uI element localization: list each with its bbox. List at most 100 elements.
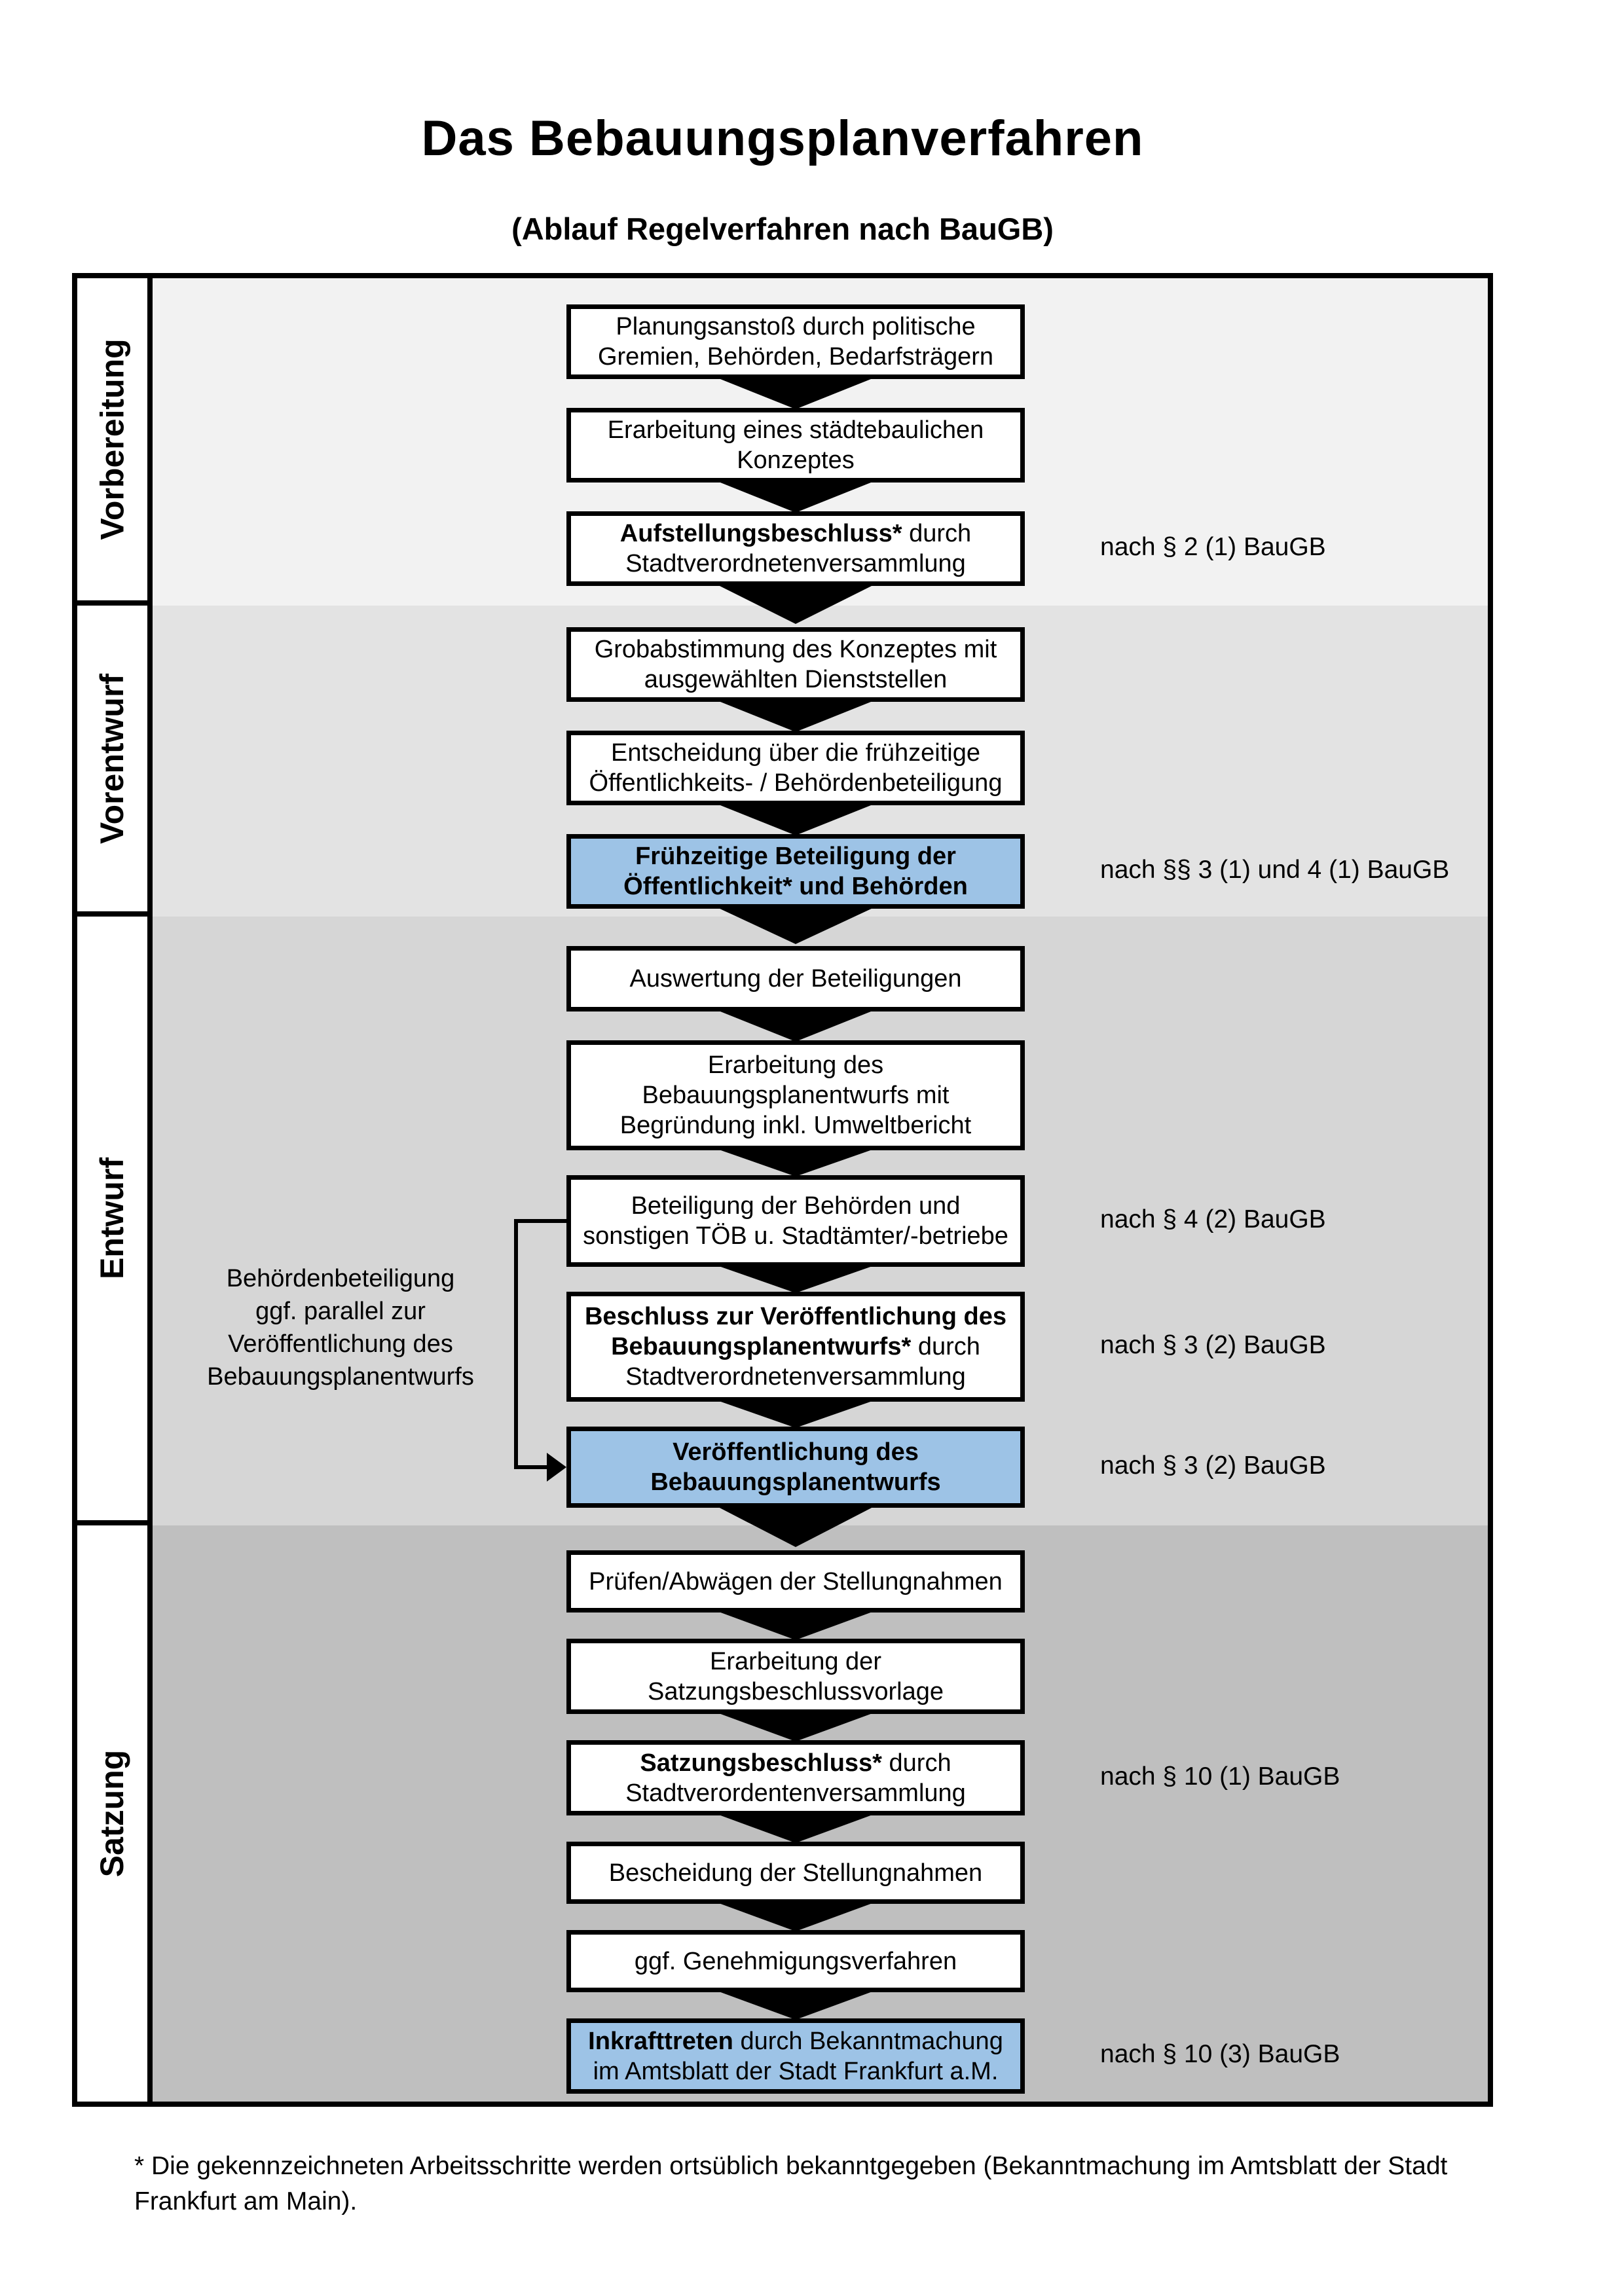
process-step-10: Beschluss zur Veröffentlichung des Bebau… <box>566 1292 1025 1402</box>
step-text-bold: Bebauungsplanentwurfs* <box>611 1333 912 1360</box>
step-line: Grobabstimmung des Konzeptes mit <box>595 634 997 665</box>
phase-cell-vorbereitung: Vorbereitung <box>77 278 153 606</box>
step-text-bold: Beschluss zur Veröffentlichung des <box>584 1303 1007 1330</box>
step-text-bold: Satzungsbeschluss* <box>640 1749 882 1777</box>
step-line: im Amtsblatt der Stadt Frankfurt a.M. <box>593 2056 999 2086</box>
arrow-down-icon <box>717 585 874 624</box>
law-ref-3: nach § 4 (2) BauGB <box>1100 1205 1326 1233</box>
arrow-down-icon <box>717 481 874 513</box>
step-line: Stadtverordentenversammlung <box>625 1778 966 1808</box>
process-step-7: Auswertung der Beteiligungen <box>566 946 1025 1011</box>
step-text: Entscheidung über die frühzeitige <box>610 739 981 767</box>
arrow-down-icon <box>717 804 874 835</box>
footnote-line: Frankfurt am Main). <box>134 2187 358 2215</box>
law-ref-5: nach § 3 (2) BauGB <box>1100 1451 1326 1480</box>
side-note-line: Behördenbeteiligung <box>226 1265 455 1292</box>
step-text-bold: Inkrafttreten <box>588 2027 733 2055</box>
process-step-8: Erarbeitung des Bebauungsplanentwurfs mi… <box>566 1040 1025 1150</box>
step-line: Begründung inkl. Umweltbericht <box>620 1110 972 1140</box>
step-text: Prüfen/Abwägen der Stellungnahmen <box>589 1567 1003 1595</box>
step-line: ausgewählten Dienststellen <box>644 665 948 695</box>
step-line: Auswertung der Beteiligungen <box>629 964 961 994</box>
step-text-bold: Bebauungsplanentwurfs <box>650 1468 941 1496</box>
process-step-11-highlighted: Veröffentlichung des Bebauungsplanentwur… <box>566 1427 1025 1508</box>
step-text: ggf. Genehmigungsverfahren <box>634 1947 957 1975</box>
process-step-14: Satzungsbeschluss* durch Stadtverordente… <box>566 1740 1025 1815</box>
arrow-down-icon <box>717 1010 874 1042</box>
step-line: Satzungsbeschlussvorlage <box>648 1677 944 1707</box>
page-subtitle: (Ablauf Regelverfahren nach BauGB) <box>511 211 1054 246</box>
step-text: Planungsanstoß durch politische <box>616 313 976 340</box>
process-step-15: Bescheidung der Stellungnahmen <box>566 1842 1025 1904</box>
step-line: Erarbeitung eines städtebaulichen <box>608 415 984 445</box>
step-text: Erarbeitung eines städtebaulichen <box>607 416 984 444</box>
step-text: Stadtverordnetenversammlung <box>625 1363 966 1391</box>
phase-cell-vorentwurf: Vorentwurf <box>77 606 153 917</box>
step-text: Grobabstimmung des Konzeptes mit <box>594 636 997 663</box>
step-line: Satzungsbeschluss* durch <box>640 1748 951 1778</box>
arrow-down-icon <box>717 1991 874 2020</box>
step-line: Bebauungsplanentwurfs mit <box>642 1080 950 1110</box>
step-text: Bebauungsplanentwurfs mit <box>642 1082 950 1109</box>
step-text-bold: Aufstellungsbeschluss* <box>619 520 902 547</box>
step-line: Erarbeitung des <box>708 1050 883 1080</box>
side-note-line: Veröffentlichung des <box>228 1330 453 1358</box>
step-line: Konzeptes <box>737 445 855 475</box>
phase-cell-satzung: Satzung <box>77 1525 153 2102</box>
step-line: ggf. Genehmigungsverfahren <box>635 1946 957 1977</box>
step-line: Bescheidung der Stellungnahmen <box>609 1858 982 1888</box>
step-text: Auswertung der Beteiligungen <box>629 965 962 993</box>
process-step-16: ggf. Genehmigungsverfahren <box>566 1930 1025 1992</box>
step-line: Veröffentlichung des <box>673 1437 919 1467</box>
step-text-bold: Öffentlichkeit* und Behörden <box>623 873 968 900</box>
arrow-down-icon <box>717 1814 874 1843</box>
law-ref-7: nach § 10 (3) BauGB <box>1100 2040 1340 2068</box>
step-line: Frühzeitige Beteiligung der <box>635 841 956 871</box>
step-text: Öffentlichkeits- / Behördenbeteiligung <box>589 769 1003 797</box>
step-line: Prüfen/Abwägen der Stellungnahmen <box>589 1567 1003 1597</box>
step-text: Stadtverordnetenversammlung <box>625 550 966 577</box>
side-note-line: ggf. parallel zur <box>255 1298 426 1325</box>
step-text: Konzeptes <box>737 446 855 474</box>
step-text: durch Bekanntmachung <box>733 2027 1003 2055</box>
step-text: durch <box>881 1749 951 1777</box>
process-step-3: Aufstellungsbeschluss* durch Stadtverord… <box>566 511 1025 586</box>
step-text: im Amtsblatt der Stadt Frankfurt a.M. <box>593 2057 999 2085</box>
process-step-5: Entscheidung über die frühzeitige Öffent… <box>566 731 1025 805</box>
step-text: durch <box>902 520 972 547</box>
arrow-down-icon <box>717 1903 874 1931</box>
arrow-down-icon <box>717 1400 874 1428</box>
step-line: Gremien, Behörden, Bedarfsträgern <box>598 342 993 372</box>
loop-connector-top <box>514 1219 566 1223</box>
step-line: Planungsanstoß durch politische <box>616 312 975 342</box>
process-step-1: Planungsanstoß durch politische Gremien,… <box>566 304 1025 379</box>
step-text: Bescheidung der Stellungnahmen <box>608 1859 983 1887</box>
process-step-4: Grobabstimmung des Konzeptes mit ausgewä… <box>566 627 1025 702</box>
law-ref-2: nach §§ 3 (1) und 4 (1) BauGB <box>1100 856 1450 884</box>
side-note: Behördenbeteiligung ggf. parallel zur Ve… <box>124 1262 557 1393</box>
process-step-6-highlighted: Frühzeitige Beteiligung der Öffentlichke… <box>566 834 1025 909</box>
step-text: Satzungsbeschlussvorlage <box>647 1677 944 1705</box>
step-line: Beteiligung der Behörden und <box>631 1191 961 1221</box>
step-text-bold: Veröffentlichung des <box>673 1438 919 1466</box>
arrow-down-icon <box>717 378 874 409</box>
step-text: ausgewählten Dienststellen <box>644 666 948 693</box>
footnote: * Die gekennzeichneten Arbeitsschritte w… <box>134 2149 1529 2219</box>
process-step-12: Prüfen/Abwägen der Stellungnahmen <box>566 1550 1025 1613</box>
arrow-down-icon <box>717 701 874 732</box>
step-line: Bebauungsplanentwurfs* durch <box>611 1332 980 1362</box>
loop-connector-bottom <box>514 1465 547 1469</box>
process-step-17-highlighted: Inkrafttreten durch Bekanntmachung im Am… <box>566 2018 1025 2094</box>
process-step-2: Erarbeitung eines städtebaulichen Konzep… <box>566 408 1025 483</box>
step-line: sonstigen TÖB u. Stadtämter/-betriebe <box>583 1221 1008 1251</box>
step-line: Beschluss zur Veröffentlichung des <box>585 1302 1006 1332</box>
arrow-down-icon <box>717 1149 874 1176</box>
step-text: Begründung inkl. Umweltbericht <box>619 1112 972 1139</box>
step-text: Beteiligung der Behörden und <box>631 1192 961 1220</box>
step-line: Stadtverordnetenversammlung <box>625 549 966 579</box>
step-line: Entscheidung über die frühzeitige <box>611 738 980 768</box>
step-text: sonstigen TÖB u. Stadtämter/-betriebe <box>583 1222 1008 1250</box>
process-step-13: Erarbeitung der Satzungsbeschlussvorlage <box>566 1639 1025 1714</box>
phase-cell-entwurf: Entwurf <box>77 917 153 1525</box>
